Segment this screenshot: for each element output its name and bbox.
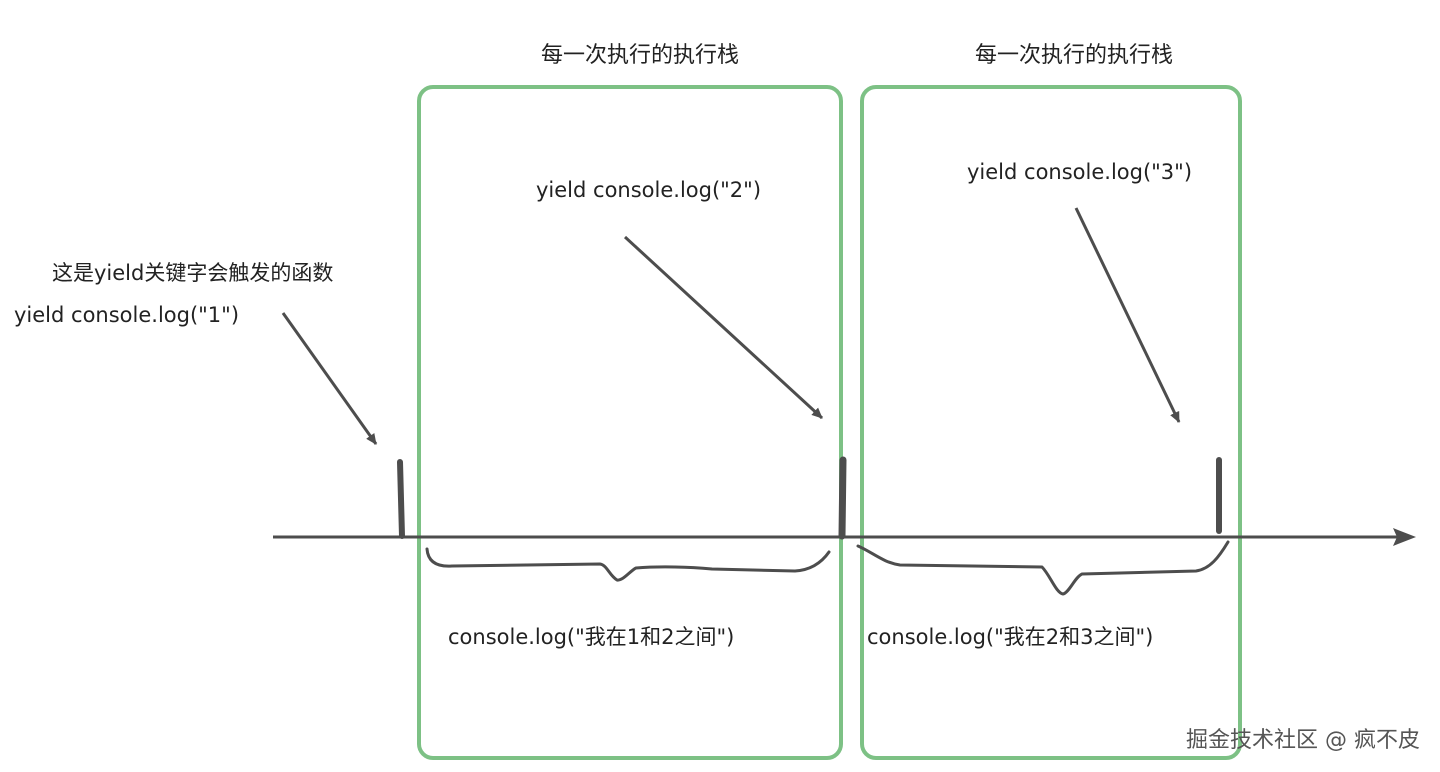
stack-1-title: 每一次执行的执行栈	[540, 43, 739, 68]
stack-2-title: 每一次执行的执行栈	[974, 43, 1173, 68]
first-yield-label: yield console.log("1")	[14, 303, 240, 327]
brace-2	[856, 540, 1230, 596]
stack-2-yield-label: yield console.log("3")	[967, 160, 1193, 184]
stack-box-1	[417, 85, 843, 760]
yield-marker-2	[838, 456, 847, 540]
stack-1-yield-label: yield console.log("2")	[536, 178, 762, 202]
watermark: 掘金技术社区 @ 疯不皮	[1186, 728, 1420, 753]
stack-box-2	[860, 85, 1242, 760]
arrow-3	[1074, 207, 1181, 423]
stack-2-between-label: console.log("我在2和3之间")	[867, 625, 1154, 649]
arrow-2	[623, 235, 824, 420]
brace-1	[425, 547, 831, 582]
arrow-1	[281, 312, 378, 445]
timeline-arrow-icon	[1393, 528, 1416, 546]
stack-1-between-label: console.log("我在1和2之间")	[448, 625, 735, 649]
first-yield-caption: 这是yield关键字会触发的函数	[52, 261, 334, 285]
yield-marker-1	[397, 459, 405, 539]
